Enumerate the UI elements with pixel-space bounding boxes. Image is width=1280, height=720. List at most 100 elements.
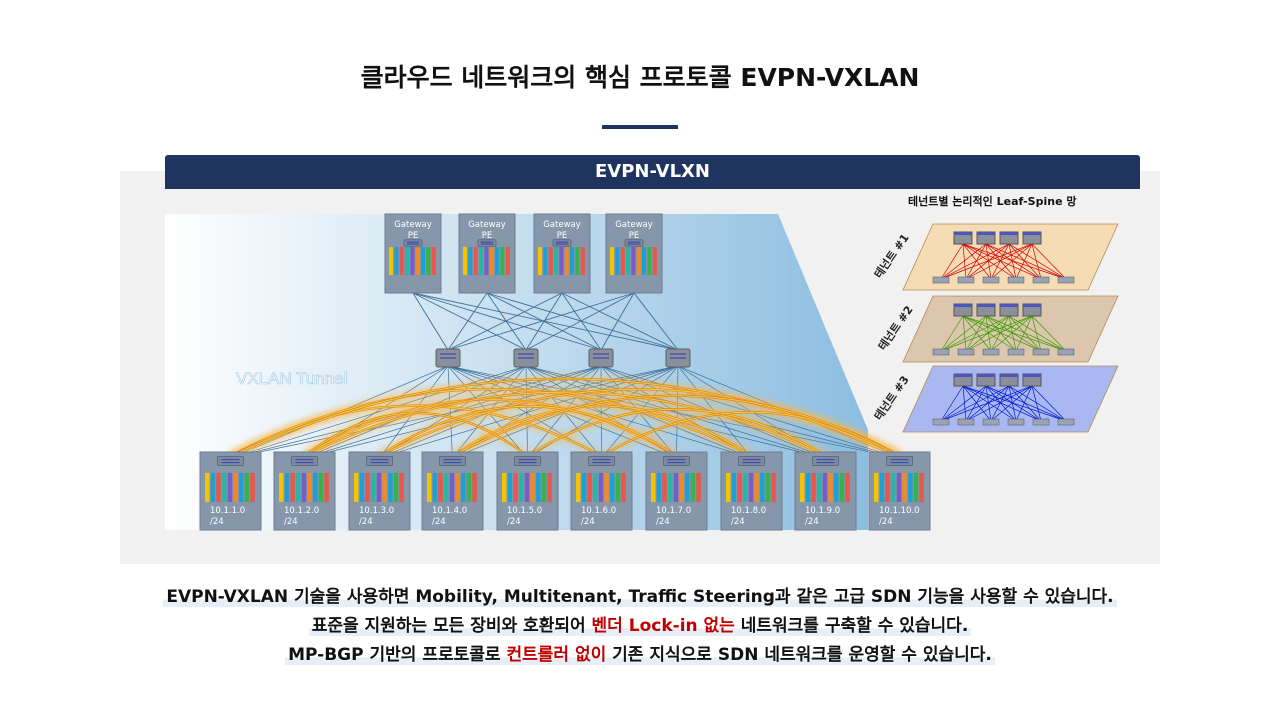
gateway-spine-link [447,292,488,351]
gateway-spine-link [412,292,679,351]
switch-arrows [221,459,240,464]
spine-group [435,348,691,368]
leaf-prefix: /24 [507,517,521,527]
tenant-link [962,385,1017,422]
page-title: 클라우드 네트워크의 핵심 프로토콜 EVPN-VXLAN [360,63,920,92]
switch-arrows [592,459,611,464]
tenant-link [962,385,1067,422]
leaf-rack: 10.1.7.0/24 [645,451,708,531]
spine-arrows-icon [440,353,456,359]
spine-arrows-icon [593,353,609,359]
tenant-link [1008,385,1042,422]
rack-bar [593,473,598,502]
rack-bar [896,473,902,502]
tenant-link [985,243,992,280]
tenant-link [940,243,964,280]
rack-bar [290,473,295,502]
rack-bar [388,473,393,502]
tenant-link [962,243,1067,280]
rack-bar [547,473,552,502]
tenant-leaf-icon [1032,348,1050,356]
tenant-link [985,315,992,352]
rack-bar [227,473,233,502]
gateway-spine-link [447,292,635,351]
tenant-link [962,243,1042,280]
tenant-link [990,315,1033,352]
leaf-prefix: /24 [656,517,670,527]
rack-bar [621,473,626,502]
switch-arrows [816,459,835,464]
spine-switch [588,348,614,368]
leaf-prefix: /24 [210,517,224,527]
summary-line-2-c: 네트워크를 구축할 수 있습니다. [734,616,969,636]
gateway-spine-link [447,292,563,351]
rack-bar [210,473,216,502]
rack-bar [427,473,432,502]
rack-bar [519,473,524,502]
switch-arrows [890,459,909,464]
rack-bar [811,473,816,502]
summary-text: EVPN-VXLAN 기술을 사용하면 Mobility, Multitenan… [0,583,1280,670]
rack-bar [839,473,845,502]
rack-bar [754,473,759,502]
tenant-label: 테넌트 #3 [871,373,912,423]
rack-bar [536,473,541,502]
rack-bar [626,247,631,275]
rack-bar [726,473,731,502]
rack-bar [760,473,765,502]
gateway-spine-link [486,292,527,351]
rack-bar [902,473,907,502]
gateway-spine-link [412,292,449,351]
rack-bar [587,473,592,502]
tenant-leaf-icon [982,348,1000,356]
rack-bar [444,473,449,502]
rack-bar [642,247,647,275]
tenant-leaf-icon [1057,418,1075,426]
switch-icon [663,456,690,466]
leaf-rack: 10.1.6.0/24 [570,451,633,531]
leaf-prefix: /24 [805,517,819,527]
rack-bar [313,473,318,502]
leaf-rack: 10.1.3.0/24 [348,451,411,531]
rack-bar [376,473,382,502]
rack-bar [399,473,404,502]
tenant-leaf-icon [1032,418,1050,426]
rack-bar [652,247,657,275]
tenant-spine-top [954,304,972,307]
gateway-spine-link [600,292,635,351]
spine-switch [665,348,691,368]
summary-line-3-a: MP-BGP 기반의 프로토콜로 [288,645,507,665]
gateway-label: Gateway [615,220,653,230]
leaf-rack: 10.1.2.0/24 [273,451,336,531]
rack-bar [604,473,609,502]
tenant-link [985,315,1042,352]
rack-bar [673,473,679,502]
tenant-link [990,385,1033,422]
summary-line-2-highlight: 벤더 Lock-in 없는 [591,616,735,636]
tenant-spine-top [1000,232,1018,235]
rack-bar [449,473,455,502]
tenant-link [965,385,1033,422]
rack-bar [505,247,510,275]
rack-bar [828,473,833,502]
tenant-link [990,315,1010,352]
tenant-link [1008,315,1067,352]
rack-bar [371,473,376,502]
rack-bar [580,247,585,275]
rack-bar [466,473,472,502]
tenant-link [1031,243,1042,280]
gateway-spine-link [412,292,527,351]
rack-bar [463,247,468,275]
rack-bar [874,473,879,502]
switch-icon [366,456,393,466]
rack-bar [222,473,227,502]
leaf-rack: 10.1.10.0/24 [868,451,931,531]
tenant-leaf-icon [982,418,1000,426]
tenant-link [962,315,1067,352]
tenant-link [940,243,987,280]
gateway-spine-link [525,292,563,351]
leaf-subnet: 10.1.1.0 [210,506,245,516]
tenant-link [1008,243,1042,280]
